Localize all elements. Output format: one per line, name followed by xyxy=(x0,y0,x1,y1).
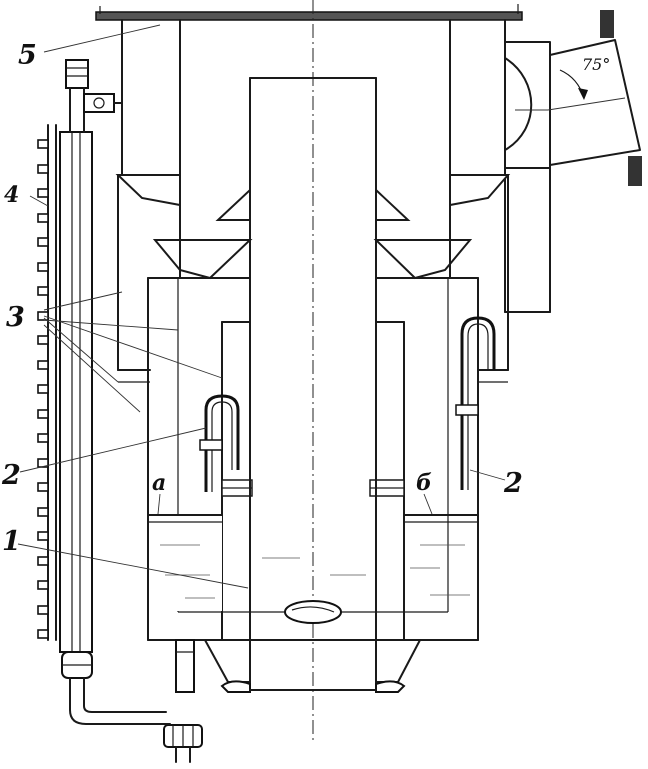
gauge-tick xyxy=(37,237,49,247)
gauge-tick xyxy=(37,335,49,345)
gauge-tick xyxy=(37,507,49,517)
label-a: а xyxy=(152,470,166,496)
gauge-tick xyxy=(37,409,49,419)
siphon-left xyxy=(199,394,240,492)
leader-lines xyxy=(17,24,506,589)
gauge-tick xyxy=(37,482,49,492)
gauge-tick xyxy=(37,286,49,296)
outlet-branch xyxy=(504,10,642,186)
central-pipe xyxy=(249,77,377,691)
label-4: 4 xyxy=(4,182,19,208)
label-b: б xyxy=(416,470,432,496)
deflector-cones xyxy=(152,187,473,280)
gauge-tick xyxy=(37,311,49,321)
label-1: 1 xyxy=(2,526,21,557)
drain-pipe xyxy=(163,639,203,763)
gauge-tick xyxy=(37,188,49,198)
gauge-tick xyxy=(37,556,49,566)
gauge-bottom-fitting xyxy=(61,651,171,725)
gauge-tick xyxy=(37,580,49,590)
gauge-tick xyxy=(37,384,49,394)
label-2-right: 2 xyxy=(503,468,523,499)
right-casing xyxy=(504,167,551,313)
gauge-tick xyxy=(37,213,49,223)
label-angle: 75° xyxy=(582,55,610,74)
bottom-cone xyxy=(204,639,421,693)
label-5: 5 xyxy=(18,40,37,71)
level-gauge-ticks xyxy=(37,139,49,639)
gauge-tick xyxy=(37,139,49,149)
label-2-left: 2 xyxy=(1,460,21,491)
gauge-tick xyxy=(37,433,49,443)
top-plate xyxy=(95,4,523,21)
water-level xyxy=(147,514,479,611)
gauge-tick xyxy=(37,164,49,174)
gauge-top-fitting xyxy=(65,59,123,133)
inner-level-marks xyxy=(221,479,405,497)
separator-left xyxy=(115,174,181,383)
gauge-tick xyxy=(37,360,49,370)
separator-right xyxy=(449,174,511,383)
level-gauge xyxy=(47,124,93,653)
gauge-tick xyxy=(37,629,49,639)
label-3: 3 xyxy=(6,302,25,333)
gauge-tick xyxy=(37,605,49,615)
siphon-right xyxy=(455,316,496,490)
gauge-tick xyxy=(37,262,49,272)
gauge-tick xyxy=(37,531,49,541)
